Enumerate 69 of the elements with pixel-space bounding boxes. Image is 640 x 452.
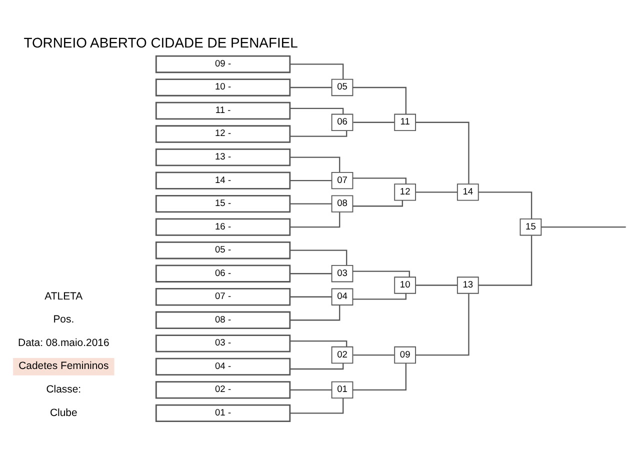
node-box: 10 -: [155, 78, 291, 96]
label: Clube: [50, 407, 78, 418]
node-box: 04 -: [155, 357, 291, 376]
node-box: 02: [331, 346, 354, 364]
node-box: 03: [331, 264, 354, 282]
label: Data: 08.maio.2016: [18, 337, 110, 348]
node-box: 11 -: [155, 101, 291, 120]
node-box: 15: [520, 218, 542, 236]
node-box: 16 -: [155, 218, 291, 236]
connector: [541, 226, 626, 228]
connector: [352, 293, 406, 300]
connector: [290, 362, 344, 370]
node-box: 01 -: [155, 404, 291, 422]
connector: [290, 202, 332, 204]
node-box: 07 -: [155, 288, 291, 306]
node-box: 14: [456, 183, 479, 200]
node-box: 11: [394, 113, 416, 130]
connector: [416, 284, 458, 286]
connector: [290, 249, 348, 265]
connector: [478, 191, 532, 218]
node-box: 09: [394, 346, 416, 364]
connector: [416, 293, 470, 356]
connector: [290, 398, 344, 414]
connector: [290, 212, 340, 228]
node-box: 07: [331, 171, 354, 189]
node-box: 12 -: [155, 124, 291, 142]
node-box: 13 -: [155, 148, 291, 166]
connector: [290, 340, 348, 346]
node-box: 04: [331, 288, 354, 305]
node-box: 12: [394, 183, 416, 200]
connector: [290, 388, 332, 390]
connector: [416, 121, 470, 184]
connector: [352, 200, 404, 206]
label: Cadetes Femininos: [18, 360, 109, 372]
connector: [478, 235, 532, 286]
connector: [352, 177, 406, 184]
connector: [352, 362, 406, 390]
diagram-title: TORNEIO ABERTO CIDADE DE PENAFIEL: [24, 34, 298, 50]
node-box: 06: [331, 113, 354, 130]
connector: [290, 130, 348, 136]
connector: [290, 272, 332, 274]
connector: [290, 156, 340, 172]
connector: [290, 304, 340, 320]
node-box: 05 -: [155, 241, 291, 259]
label: Pos.: [53, 314, 74, 326]
node-box: 05: [331, 78, 354, 96]
node-box: 15 -: [155, 194, 291, 212]
node-box: 10: [394, 276, 416, 294]
node-box: 09 -: [155, 54, 291, 73]
connector: [290, 179, 332, 181]
connector: [353, 121, 394, 122]
node-box: 13: [456, 276, 479, 294]
node-box: 08: [331, 194, 354, 212]
connector: [290, 86, 332, 88]
connector: [290, 63, 344, 79]
node-box: 02 -: [155, 380, 291, 398]
node-box: 03 -: [155, 334, 291, 352]
connector: [352, 86, 406, 114]
connector: [352, 270, 410, 276]
node-box: 06 -: [155, 264, 291, 282]
node-box: 14 -: [155, 171, 291, 189]
connector: [290, 296, 332, 297]
node-box: 01: [331, 380, 354, 398]
connector: [416, 191, 458, 192]
node-box: 08 -: [155, 310, 291, 328]
connector: [290, 107, 344, 114]
label: ATLETA: [44, 290, 83, 302]
label: Classe:: [46, 384, 82, 395]
connector: [353, 354, 394, 356]
